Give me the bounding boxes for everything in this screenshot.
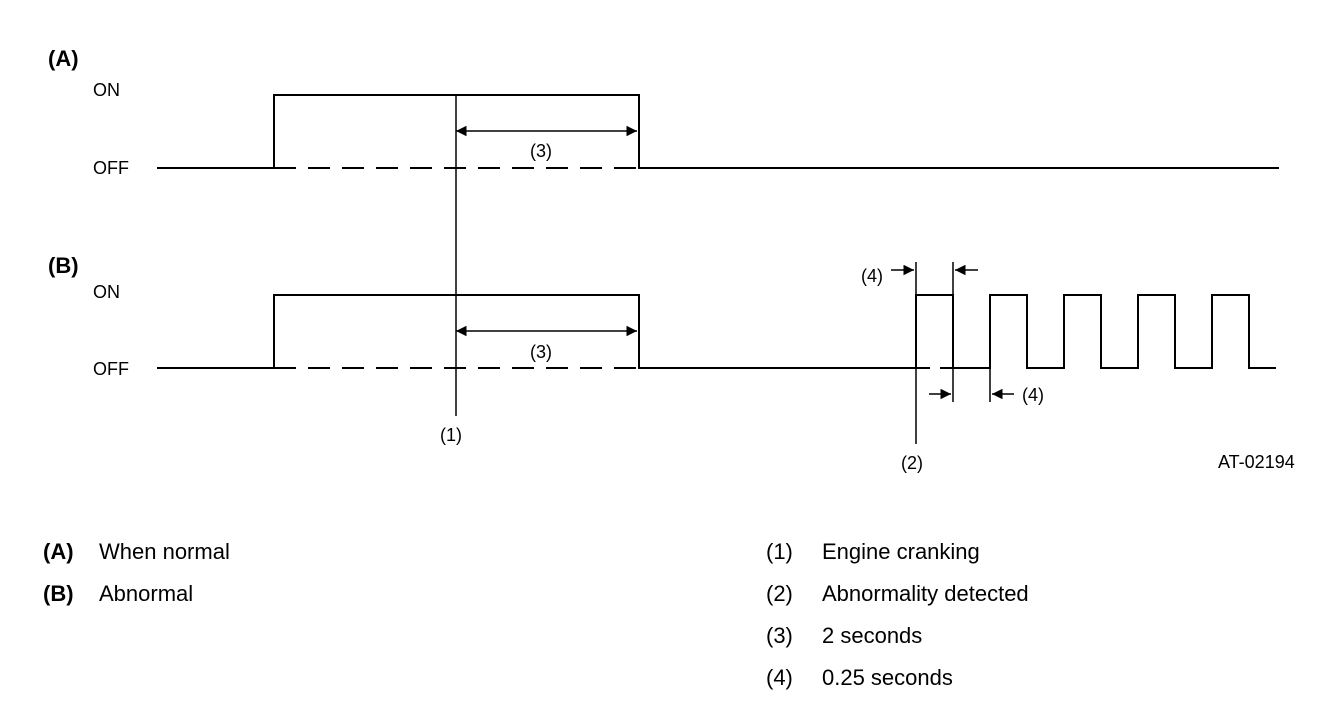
- figure-id: AT-02194: [1218, 452, 1295, 472]
- signal-b-off-label: OFF: [93, 359, 129, 379]
- legend-text: 2 seconds: [822, 623, 923, 648]
- signal-b-on-label: ON: [93, 282, 120, 302]
- legend-text: Engine cranking: [822, 539, 980, 564]
- pulse-width-callout: (4): [861, 266, 883, 286]
- legend-item: (A) When normal: [43, 541, 230, 563]
- engine-cranking-callout: (1): [440, 425, 462, 445]
- legend-item: (4) 0.25 seconds: [766, 667, 953, 689]
- signal-a-off-label: OFF: [93, 158, 129, 178]
- signal-a-on-label: ON: [93, 80, 120, 100]
- signal-b-waveform: [157, 294, 1276, 369]
- legend-text: Abnormality detected: [822, 581, 1029, 606]
- legend-text: 0.25 seconds: [822, 665, 953, 690]
- signal-a-waveform: [157, 94, 1279, 169]
- legend-text: When normal: [99, 539, 230, 564]
- legend-item: (B) Abnormal: [43, 583, 193, 605]
- legend-item: (2) Abnormality detected: [766, 583, 1029, 605]
- legend-text: Abnormal: [99, 581, 194, 606]
- legend-key: (4): [766, 665, 793, 690]
- signal-b-label: (B): [48, 253, 79, 278]
- legend-key: (1): [766, 539, 793, 564]
- signal-a-label: (A): [48, 46, 79, 71]
- legend-key: (A): [43, 539, 74, 564]
- legend-key: (B): [43, 581, 74, 606]
- gap-callout: (4): [1022, 385, 1044, 405]
- abnormality-callout: (2): [901, 453, 923, 473]
- legend-key: (3): [766, 623, 793, 648]
- legend-key: (2): [766, 581, 793, 606]
- legend-item: (3) 2 seconds: [766, 625, 922, 647]
- signal-b-duration-callout: (3): [530, 342, 552, 362]
- legend-item: (1) Engine cranking: [766, 541, 980, 563]
- signal-a-duration-callout: (3): [530, 141, 552, 161]
